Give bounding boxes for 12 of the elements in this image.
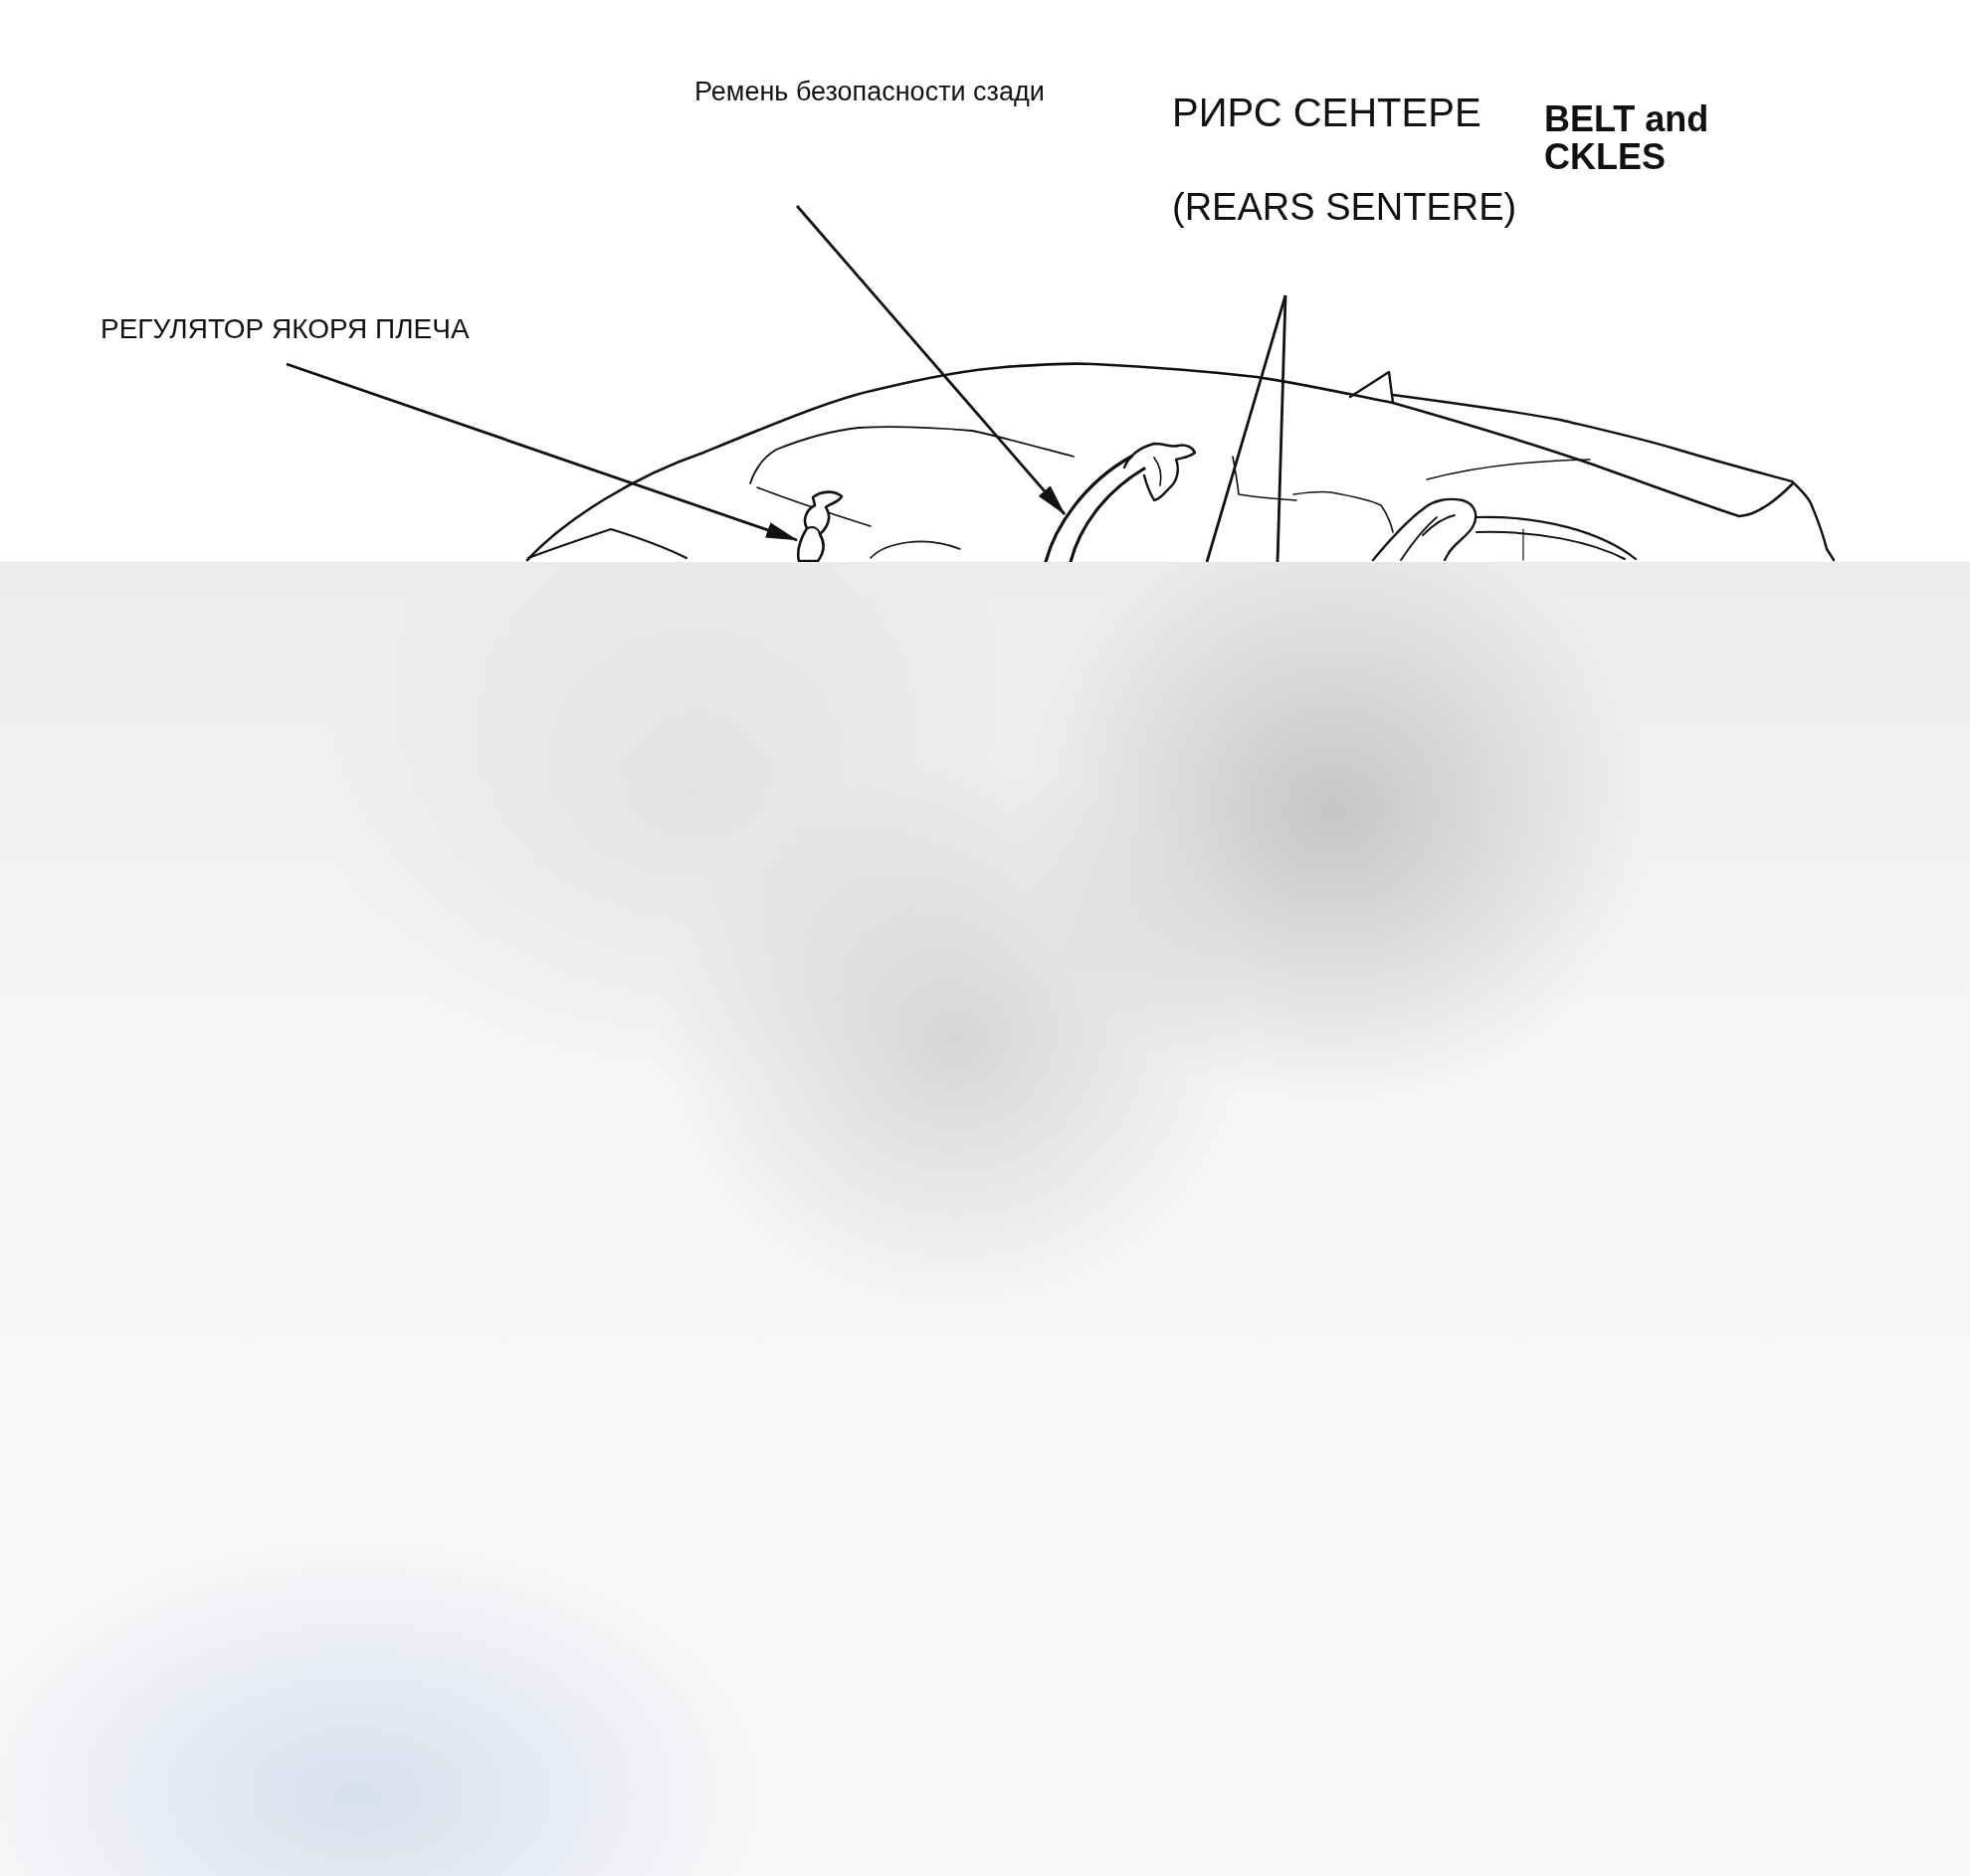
anchor-bracket <box>796 490 844 562</box>
callout-label: Ремень безопасности сзади <box>694 79 1045 105</box>
leader-line <box>795 205 1067 515</box>
leader-line <box>286 362 798 542</box>
leader-line <box>1205 294 1287 562</box>
car-illustration <box>525 362 1836 562</box>
seat-belt <box>1044 455 1146 562</box>
callout-label: РИРС СЕНТЕРЕ <box>1172 93 1481 132</box>
leader-line <box>1276 294 1287 562</box>
callout-label: (REARS SENTERE) <box>1172 188 1517 226</box>
callout-label: РЕГУЛЯТОР ЯКОРЯ ПЛЕЧА <box>100 315 470 343</box>
heading-text: BELT and CKLES <box>1544 100 1710 176</box>
